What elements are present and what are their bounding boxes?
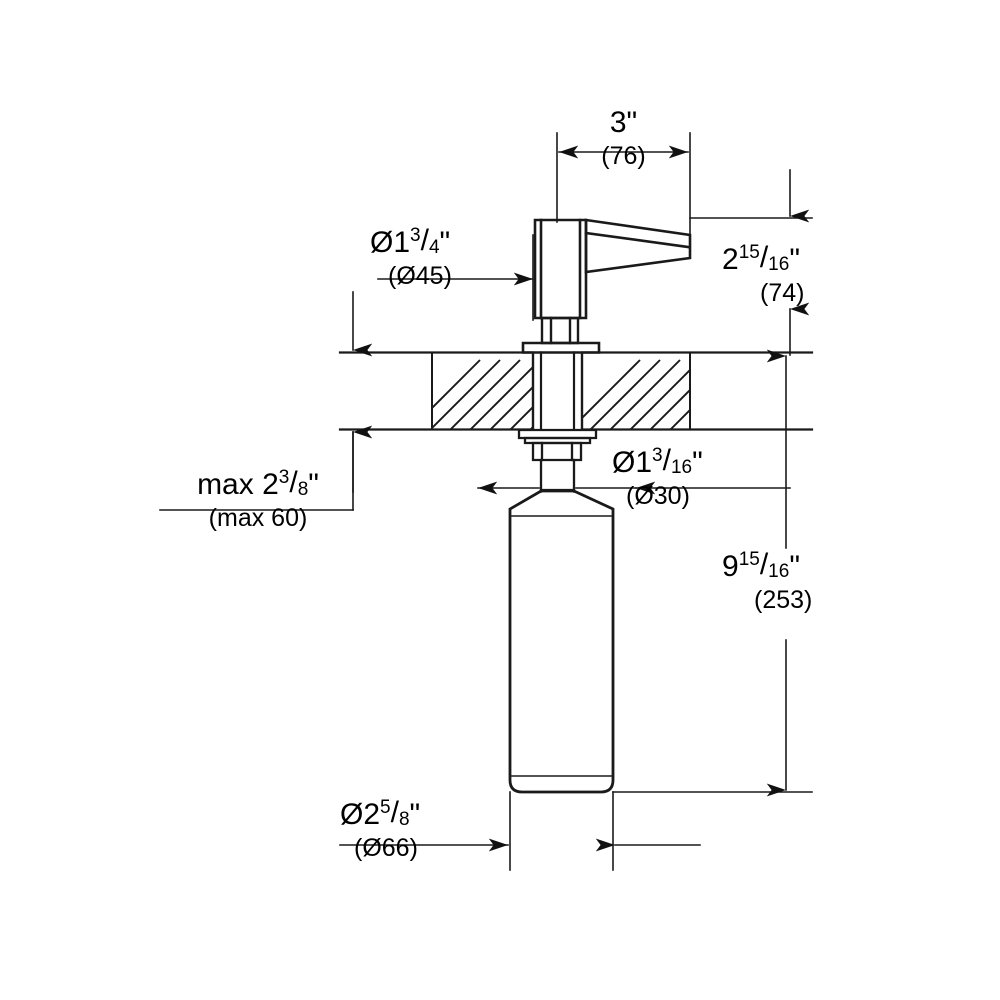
pump-head-body: [533, 218, 588, 320]
dim-head-diameter: [377, 234, 534, 321]
dim-value-bottle-diameter-imperial: Ø25/8": [340, 796, 421, 831]
dim-value-spout-reach-imperial: 3": [609, 106, 638, 139]
dim-value-overall-height-imperial: 915/16": [722, 548, 800, 583]
pump-head-flange: [521, 341, 601, 354]
dim-value-spout-height-metric: (74): [760, 279, 805, 307]
dim-label-spout-reach: 3" (76): [557, 108, 690, 169]
dim-max-deck-thickness: [159, 291, 373, 511]
dim-label-bottle-diameter: Ø25/8" (Ø66): [340, 796, 510, 862]
dim-label-overall-height: 915/16" (253): [722, 548, 902, 614]
dim-shank-diameter: [477, 469, 791, 495]
dim-value-max-deck-thickness-imperial: max 23/8": [197, 466, 319, 501]
dim-value-overall-height-metric: (253): [754, 586, 813, 614]
dim-value-shank-diameter-imperial: Ø13/16": [612, 444, 703, 479]
dim-value-shank-diameter-metric: (Ø30): [626, 482, 690, 510]
dim-label-head-diameter: Ø13/4" (Ø45): [370, 224, 530, 290]
dim-label-spout-height: 215/16" (74): [722, 241, 902, 307]
pump-head-neck: [540, 316, 580, 345]
dim-value-head-diameter-imperial: Ø13/4": [370, 224, 451, 259]
dim-label-shank-diameter: Ø13/16" (Ø30): [612, 444, 782, 510]
dim-value-max-deck-thickness-metric: (max 60): [208, 504, 308, 532]
dim-bottle-diameter: [339, 791, 701, 871]
dim-value-head-diameter-metric: (Ø45): [388, 262, 452, 290]
soap-bottle: [508, 489, 615, 794]
spout-arm: [584, 218, 692, 274]
mounting-shank: [539, 351, 576, 431]
mounting-hardware: [517, 428, 598, 492]
countertop-section: [338, 351, 814, 431]
dim-value-spout-reach-metric: (76): [601, 142, 646, 170]
dim-spout-reach: [556, 132, 691, 238]
dim-value-bottle-diameter-metric: (Ø66): [354, 834, 418, 862]
dim-value-spout-height-imperial: 215/16": [722, 241, 800, 276]
dim-overall-height: [612, 349, 813, 797]
soap-bottle-inner-lines: [511, 515, 612, 777]
dim-spout-height: [689, 169, 813, 356]
dim-label-max-deck-thickness: max 23/8" (max 60): [160, 466, 356, 532]
countertop-hatching: [431, 352, 691, 430]
